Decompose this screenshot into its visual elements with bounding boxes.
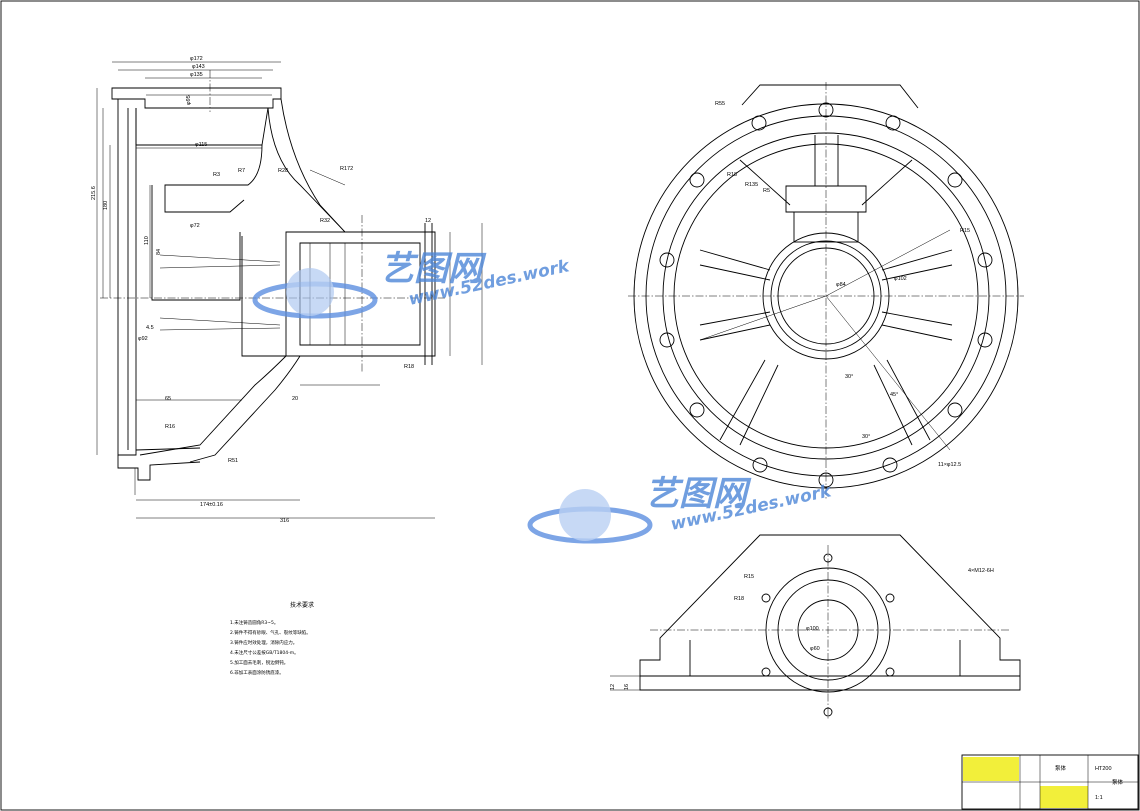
bottom-view-dimensions: 4×M12-6H φ100 φ60 R15 R18 12 16	[610, 568, 994, 690]
dim-d3: φ115	[195, 142, 207, 148]
dim-bv-d7: 16	[624, 684, 630, 690]
front-section-view	[96, 61, 483, 519]
watermark-1: 艺图网 www.52des.work	[252, 249, 573, 319]
dim-sv-r6: φ102	[894, 276, 907, 282]
dim-sv-r3: R15	[960, 228, 970, 234]
dim-h7: 20	[292, 396, 298, 402]
dim-d1: φ172	[190, 56, 203, 62]
technical-notes: 技术要求 1.未注铸造圆角R3~5。 2.铸件不得有砂眼、气孔、裂纹等缺陷。 3…	[230, 601, 314, 676]
dim-sv-r7: R5	[763, 188, 770, 194]
dim-sv-a1: 30°	[845, 374, 853, 380]
dim-h1: 215.6	[91, 186, 97, 200]
note-line-2: 2.铸件不得有砂眼、气孔、裂纹等缺陷。	[230, 629, 311, 636]
dim-h9: 316	[280, 518, 289, 524]
title-material: HT200	[1095, 766, 1112, 772]
dim-h2: 180	[103, 201, 109, 210]
note-line-5: 5.加工面去毛刺，锐边倒钝。	[230, 659, 288, 666]
dim-bv-d4: R15	[744, 574, 754, 580]
dim-sv-a2: 30°	[862, 434, 870, 440]
dim-r7: R51	[228, 458, 238, 464]
note-line-4: 4.未注尺寸公差按GB/T1804-m。	[230, 649, 299, 656]
dim-bv-d5: R18	[734, 596, 744, 602]
dim-sv-r1: R55	[715, 101, 725, 107]
dim-r2: R28	[278, 168, 288, 174]
watermark-brand: 艺图网	[380, 249, 487, 289]
dim-r1: R172	[340, 166, 353, 172]
dim-sv-r2: R18	[727, 172, 737, 178]
side-view-dimensions: R55 R18 R5 R135 φ84 φ102 R15 11×φ12.5 30…	[715, 101, 970, 468]
dim-r3: R7	[238, 168, 245, 174]
dim-bv-d1: 4×M12-6H	[968, 568, 994, 574]
dim-h3: 110	[144, 236, 150, 245]
dim-d4: φ95	[186, 95, 192, 105]
dim-r4: R3	[213, 172, 220, 178]
note-line-3: 3.铸件应时效处理，消除内应力。	[230, 639, 297, 646]
note-line-6: 6.非加工表面涂防锈底漆。	[230, 669, 284, 676]
dim-bv-d2: φ100	[806, 626, 819, 632]
dim-sv-r4: R135	[745, 182, 758, 188]
dim-d7: φ92	[138, 336, 148, 342]
dim-r6: R16	[165, 424, 175, 430]
title-drawing-no: 泵体	[1112, 778, 1124, 786]
dim-d2: φ143	[192, 64, 205, 70]
notes-title: 技术要求	[290, 601, 314, 609]
dim-h10: 12	[425, 218, 431, 224]
title-block: 泵体 HT200 1:1 泵体	[961, 754, 1139, 810]
title-name: 泵体	[1055, 764, 1067, 772]
dim-d6: φ72	[190, 223, 200, 229]
side-view	[628, 82, 1024, 500]
dim-bv-d3: φ60	[810, 646, 820, 652]
front-view-dimensions: φ172 φ143 φ135 φ115 R172 R28 R7 R3 R32 R…	[91, 56, 431, 524]
dim-h4: 84	[156, 249, 162, 255]
title-scale: 1:1	[1095, 795, 1103, 801]
dim-sv-r8: 11×φ12.5	[938, 462, 961, 468]
dim-sv-r5: φ84	[836, 282, 846, 288]
dim-h6: 4.5	[146, 325, 154, 331]
dim-bv-d6: 12	[610, 684, 616, 690]
dim-d5: φ135	[190, 72, 203, 78]
watermark-brand-2: 艺图网	[645, 474, 752, 514]
dim-r8: R18	[404, 364, 414, 370]
dim-r5: R32	[320, 218, 330, 224]
bottom-view	[610, 534, 1021, 720]
dim-sv-a3: 45°	[890, 392, 898, 398]
note-line-1: 1.未注铸造圆角R3~5。	[230, 619, 278, 626]
dim-h8: 174±0.16	[200, 502, 223, 508]
dim-h5: 65	[165, 396, 171, 402]
